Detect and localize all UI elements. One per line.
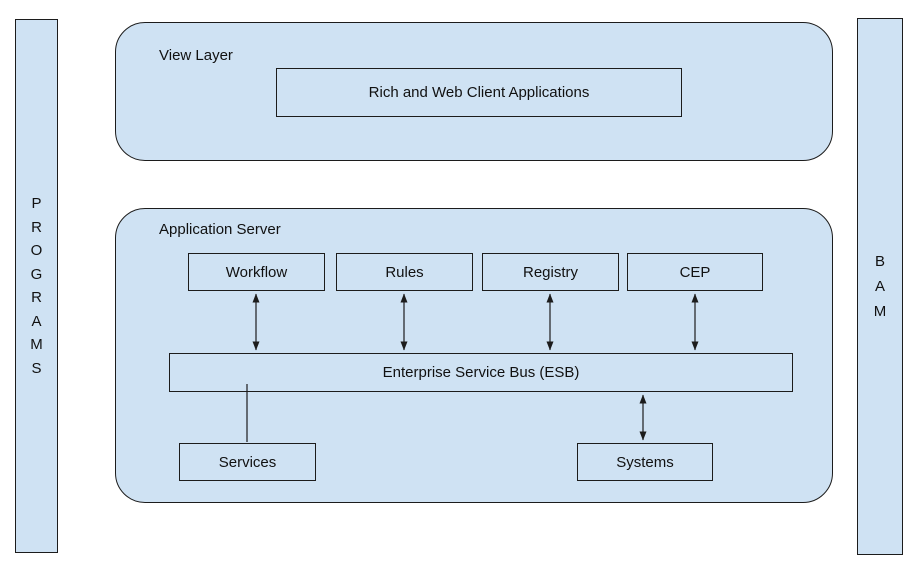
programs-letter: O [30, 242, 43, 259]
systems-box: Systems [577, 443, 713, 481]
cep-box: CEP [627, 253, 763, 291]
bam-bar: B A M [857, 18, 903, 555]
programs-letter: M [30, 336, 43, 353]
programs-letter: S [31, 359, 42, 377]
programs-letter: A [31, 312, 42, 330]
services-box: Services [179, 443, 316, 481]
rules-box: Rules [336, 253, 473, 291]
view-layer-container: View Layer Rich and Web Client Applicati… [115, 22, 833, 161]
registry-box: Registry [482, 253, 619, 291]
programs-letter: G [30, 265, 43, 283]
view-layer-title: View Layer [159, 47, 233, 64]
bam-letter: A [874, 278, 885, 295]
bam-letter: B [874, 253, 885, 270]
programs-letter: P [31, 195, 42, 212]
bam-letter: M [873, 303, 887, 320]
programs-letter: R [31, 289, 42, 306]
rich-web-client-apps-box: Rich and Web Client Applications [276, 68, 682, 117]
programs-letter: R [31, 218, 42, 236]
esb-box: Enterprise Service Bus (ESB) [169, 353, 793, 392]
application-server-title: Application Server [159, 221, 281, 238]
workflow-box: Workflow [188, 253, 325, 291]
programs-bar: P R O G R A M S [15, 19, 58, 553]
